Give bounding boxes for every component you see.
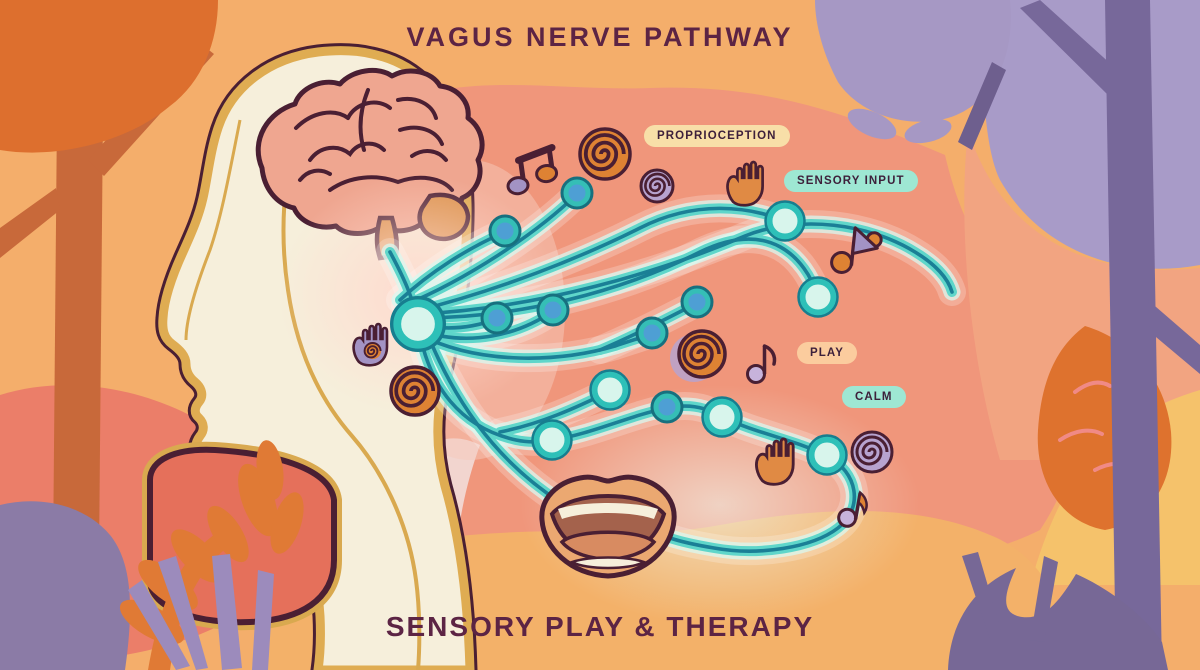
nerve-hub-node (392, 298, 445, 351)
bush-leaf (1030, 556, 1058, 642)
foliage-top-right (815, 0, 1011, 150)
nerve-node-ring (591, 371, 630, 410)
purple-bush (948, 568, 1168, 670)
texture-spiral-icon (850, 430, 894, 474)
purple-spiky-leaves (128, 554, 274, 670)
music-note-icon (830, 226, 883, 274)
nerve-node-ring (808, 436, 847, 475)
purple-branch (1148, 300, 1200, 374)
mouth-icon (539, 474, 677, 579)
page-title: VAGUS NERVE PATHWAY (406, 22, 794, 52)
hand-icon (352, 322, 389, 367)
page-subtitle: SENSORY PLAY & THERAPY (385, 611, 815, 642)
nerve-node (480, 301, 514, 335)
texture-spiral-icon (639, 168, 675, 204)
inner-gold-contour (281, 95, 422, 670)
tree-canopy (0, 0, 218, 153)
tree-trunk (52, 0, 104, 670)
label-proprioception: PROPRIOCEPTION (644, 125, 790, 147)
nerve-node (650, 390, 684, 424)
nerve-node (635, 316, 669, 350)
texture-spiral-icon (578, 127, 632, 181)
nerve-node-ring (799, 278, 838, 317)
music-note-icon (506, 144, 559, 196)
texture-spiral-icon (389, 365, 441, 417)
label-play: PLAY (797, 342, 858, 364)
lower-teeth (568, 556, 648, 570)
nerve-node (536, 293, 570, 327)
nerve-node (488, 214, 522, 248)
nerve-node (560, 176, 594, 210)
sensory-icons (352, 127, 894, 528)
upper-teeth (558, 503, 658, 519)
purple-branch (1020, 0, 1124, 95)
tree-right (1020, 0, 1200, 670)
bush-leaf (962, 552, 1002, 640)
label-sensory-input: SENSORY INPUT (784, 170, 918, 192)
nerve-node-ring (703, 398, 742, 437)
nerve-node (680, 285, 714, 319)
lower-inner-lip (559, 530, 657, 561)
music-note-icon (746, 344, 777, 384)
purple-trunk (1105, 0, 1162, 670)
texture-spiral-icon (670, 329, 727, 382)
lavender-leaf (904, 118, 952, 144)
inner-gold-contour (184, 119, 242, 341)
leaf-vein (1058, 428, 1104, 442)
lavender-leaf (847, 108, 897, 140)
bush-bottom-right (948, 552, 1168, 670)
leaf-vein (1073, 380, 1112, 394)
label-calm: CALM (842, 386, 906, 408)
plants-bottom-left (0, 440, 304, 670)
nerve-node-ring (766, 202, 805, 241)
tree-branch (0, 188, 60, 258)
dark-purple-branch (958, 62, 1006, 150)
lavender-foliage (815, 0, 1011, 122)
nerve-node-ring (533, 421, 572, 460)
music-note-icon (837, 490, 868, 528)
purple-blob (0, 501, 130, 670)
